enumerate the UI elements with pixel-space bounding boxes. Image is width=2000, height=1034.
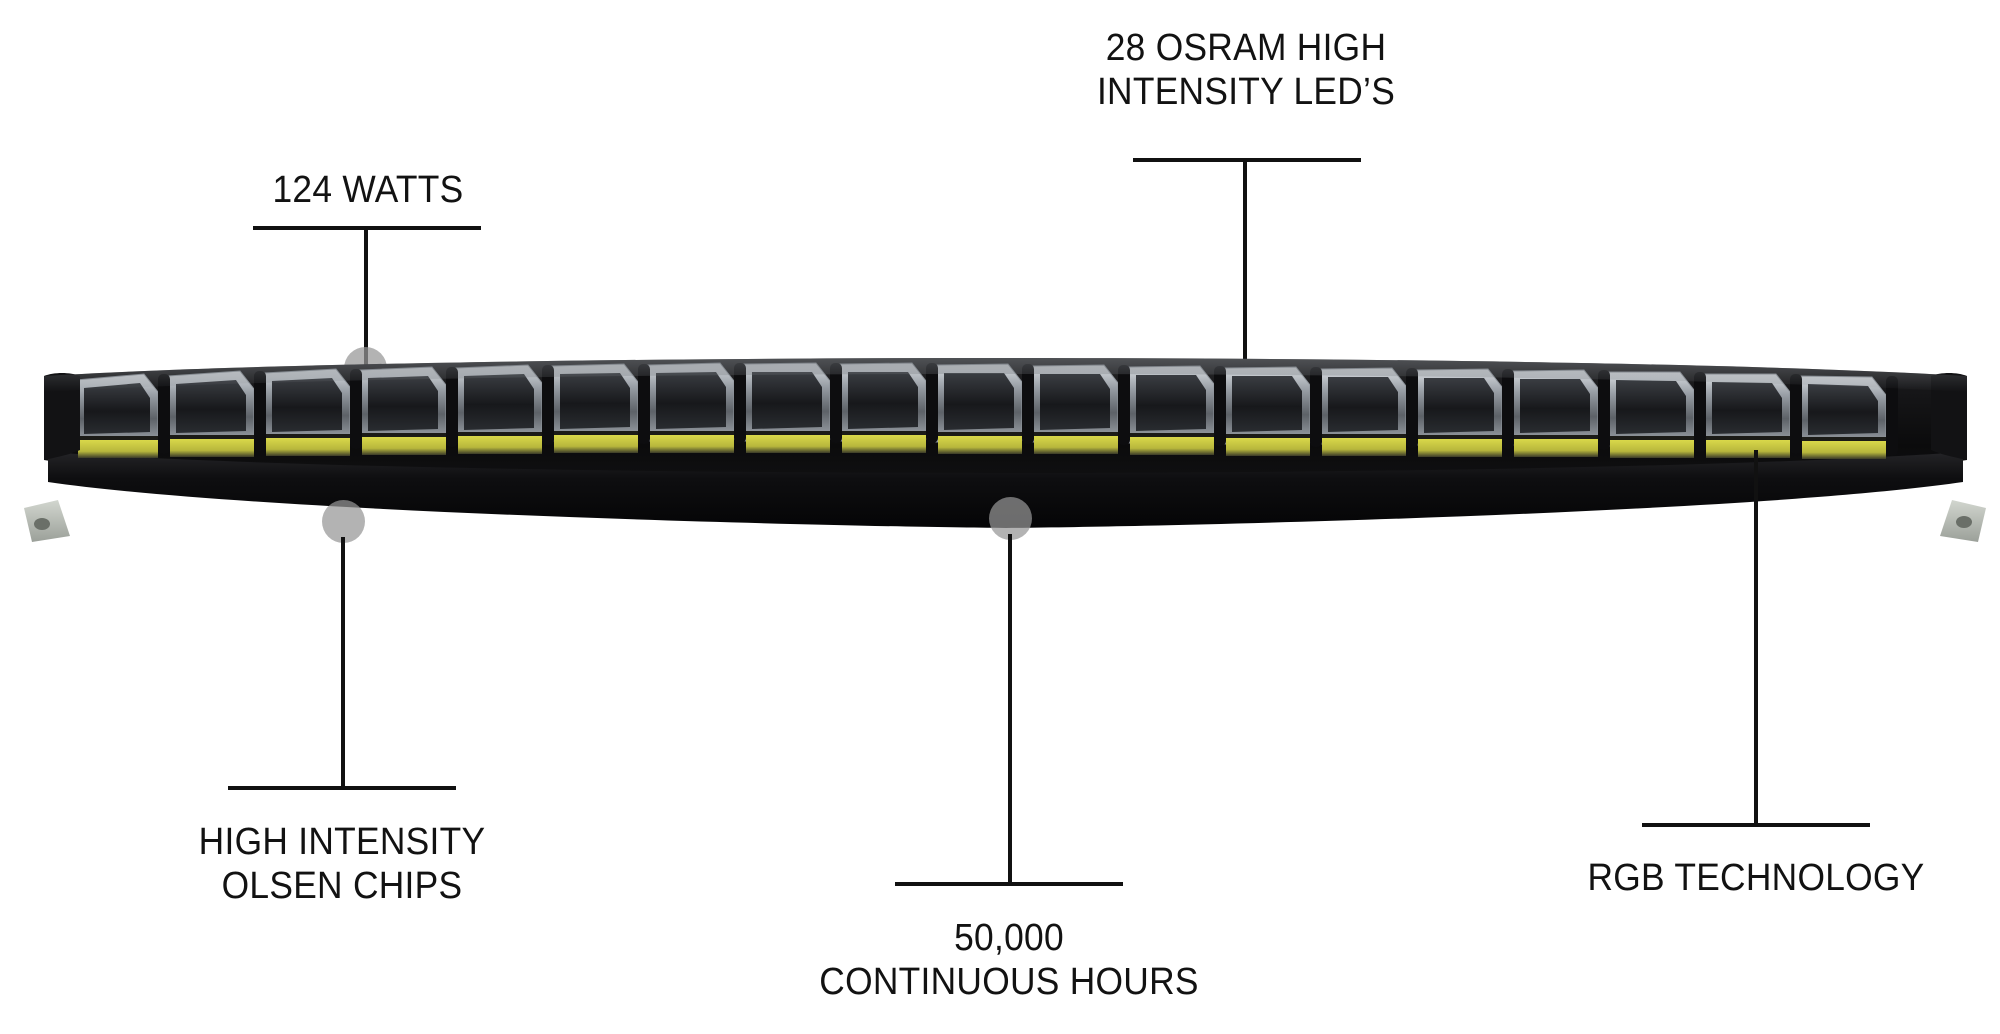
callout-continuous-hours-rule-horizontal xyxy=(895,882,1123,886)
callout-watts-rule-vertical xyxy=(364,226,368,366)
optic-pod xyxy=(551,363,639,453)
optic-pod xyxy=(359,366,447,455)
optic-pod xyxy=(1511,369,1599,457)
optic-lens-row xyxy=(75,362,1887,459)
callout-olsen-chips-rule-horizontal xyxy=(228,786,456,790)
optic-pod xyxy=(1607,371,1695,458)
end-cap-left xyxy=(44,373,80,460)
callout-rgb-technology-rule-horizontal xyxy=(1642,823,1870,827)
optic-pod xyxy=(455,364,543,454)
optic-pod xyxy=(1127,365,1215,455)
mounting-bracket-right xyxy=(1940,500,1986,542)
optic-pod xyxy=(647,362,735,453)
callout-rgb-technology-label: RGB TECHNOLOGY xyxy=(1587,857,1925,899)
optic-pod xyxy=(743,362,831,453)
led-light-bar-image xyxy=(18,340,1993,555)
callout-watts-label: 124 WATTS xyxy=(272,169,464,211)
callout-continuous-hours-node-dot xyxy=(989,497,1032,540)
led-light-bar-graphic xyxy=(24,358,1986,542)
optic-pod xyxy=(839,362,927,453)
callout-olsen-chips-label: HIGH INTENSITY OLSEN CHIPS xyxy=(198,821,486,907)
callout-osram-leds-rule-horizontal xyxy=(1133,158,1361,162)
optic-pod xyxy=(263,368,351,456)
optic-pod xyxy=(1223,366,1311,456)
callout-continuous-hours-label: 50,000 CONTINUOUS HOURS xyxy=(819,917,1199,1003)
optic-pod xyxy=(1319,367,1407,456)
optic-pod xyxy=(1415,368,1503,457)
optic-pod xyxy=(935,363,1023,454)
callout-osram-leds-rule-vertical xyxy=(1243,158,1247,406)
optic-pod xyxy=(1799,375,1887,459)
optic-pod xyxy=(1703,373,1791,458)
housing-base-rail xyxy=(48,452,1963,528)
callout-continuous-hours-rule-vertical xyxy=(1008,534,1012,884)
end-cap-right xyxy=(1931,373,1967,460)
callout-rgb-technology-rule-vertical xyxy=(1754,450,1758,825)
optic-separator-ribs xyxy=(158,363,1898,456)
callout-olsen-chips-rule-vertical xyxy=(341,537,345,789)
optic-pod xyxy=(1031,364,1119,454)
housing-top-highlight xyxy=(44,358,1967,392)
callout-olsen-chips-node-dot xyxy=(322,500,365,543)
callout-osram-leds-label: 28 OSRAM HIGH INTENSITY LED’S xyxy=(1096,27,1396,113)
mounting-bracket-left xyxy=(24,500,70,542)
